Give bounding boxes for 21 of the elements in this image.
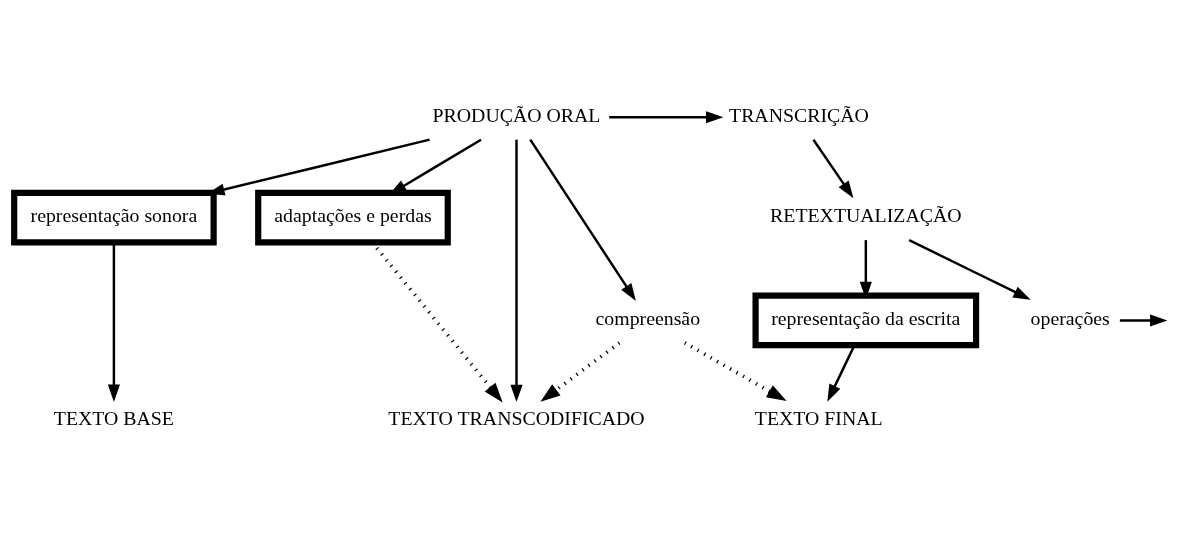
arrow <box>859 240 872 300</box>
node-text: RETEXTUALIZAÇÃO <box>770 204 962 227</box>
node-box: representação sonora <box>11 189 217 246</box>
arrow <box>107 242 120 402</box>
node-box: adaptações e perdas <box>255 189 451 246</box>
node-text: operações <box>1030 307 1110 330</box>
node-box: representação da escrita <box>752 292 980 349</box>
node-text: TRANSCRIÇÃO <box>729 103 869 126</box>
arrow <box>540 341 621 402</box>
node-text: compreensão <box>595 307 701 330</box>
arrow <box>908 239 1031 300</box>
arrow <box>1119 314 1168 327</box>
arrow <box>510 139 523 403</box>
node-text: PRODUÇÃO ORAL <box>432 103 601 126</box>
arrow <box>683 341 787 402</box>
arrow <box>609 111 724 124</box>
arrow <box>812 139 854 199</box>
node-text: TEXTO BASE <box>53 407 174 430</box>
arrow <box>529 138 636 301</box>
node-text: TEXTO FINAL <box>754 407 883 430</box>
node-text: TEXTO TRANSCODIFICADO <box>388 407 645 430</box>
